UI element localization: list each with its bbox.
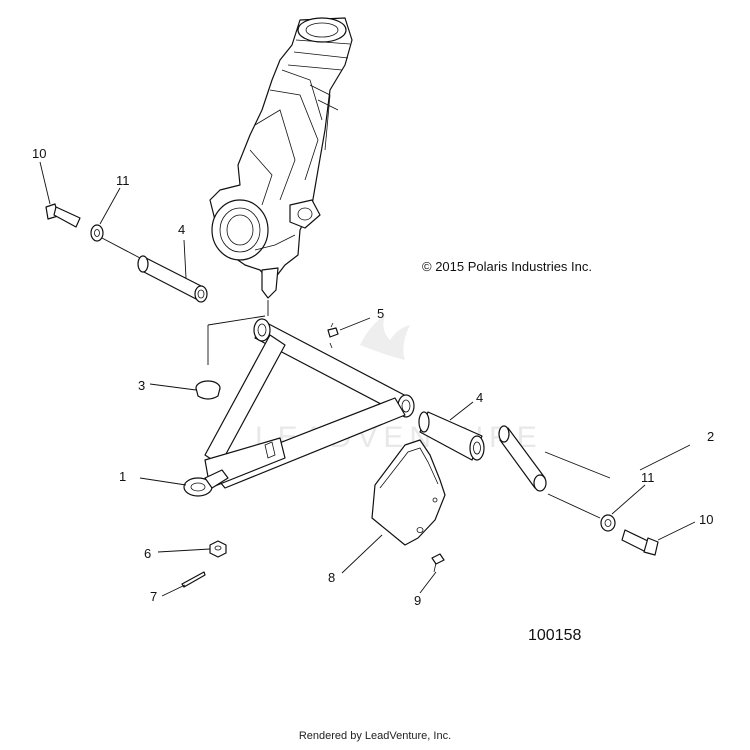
callout-7: 7 xyxy=(150,589,157,604)
bushing-left xyxy=(137,255,208,303)
callout-11-right: 11 xyxy=(641,470,655,485)
callout-5: 5 xyxy=(377,306,384,321)
callout-3: 3 xyxy=(138,378,145,393)
guard-plate xyxy=(371,439,446,546)
leader-4a xyxy=(183,239,187,279)
callout-11-left: 11 xyxy=(116,173,130,188)
leader-9 xyxy=(419,571,437,594)
callout-9: 9 xyxy=(414,593,421,608)
leader-5 xyxy=(339,317,371,331)
a-arm xyxy=(183,318,415,497)
callout-10-left: 10 xyxy=(32,146,46,161)
bushing-right xyxy=(418,411,485,461)
leader-11a xyxy=(99,187,121,225)
leader-1 xyxy=(139,477,187,486)
callout-1: 1 xyxy=(119,469,126,484)
leader-8 xyxy=(341,534,383,574)
leader-10a xyxy=(39,161,51,205)
leader-3 xyxy=(149,383,197,391)
leader-2 xyxy=(544,444,691,479)
grease-fitting xyxy=(327,322,339,338)
bolt-left xyxy=(45,203,81,228)
callout-4-left: 4 xyxy=(178,222,185,237)
callout-10-right: 10 xyxy=(699,512,713,527)
callout-2: 2 xyxy=(707,429,714,444)
leader-4b xyxy=(449,401,474,421)
bolt-right xyxy=(621,529,659,556)
callout-8: 8 xyxy=(328,570,335,585)
diagram-id: 100158 xyxy=(528,627,581,644)
leader-7 xyxy=(161,584,186,597)
render-credit: Rendered by LeadVenture, Inc. xyxy=(298,730,452,742)
cotter-pin xyxy=(181,571,206,588)
steering-knuckle xyxy=(209,17,353,299)
leader-11b xyxy=(611,484,646,515)
screw xyxy=(431,553,445,573)
leader-10b xyxy=(657,521,696,541)
nut xyxy=(209,540,227,558)
washer-left xyxy=(90,224,104,242)
copyright-text: © 2015 Polaris Industries Inc. xyxy=(422,259,592,274)
callout-6: 6 xyxy=(144,546,151,561)
sleeve xyxy=(498,425,547,492)
callout-4-right: 4 xyxy=(476,390,483,405)
dust-cap xyxy=(195,380,221,400)
leader-6 xyxy=(157,548,211,553)
washer-right xyxy=(600,514,616,532)
